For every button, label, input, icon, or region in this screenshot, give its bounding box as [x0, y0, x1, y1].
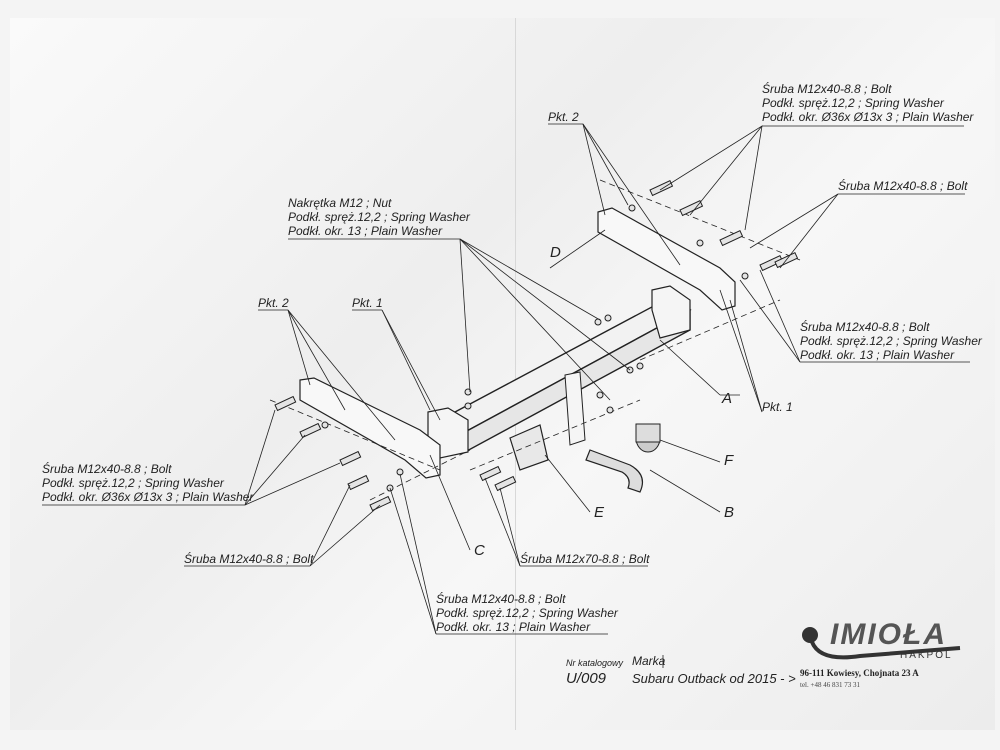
label-pkt2-left: Pkt. 2 [258, 296, 289, 310]
vehicle-model: Subaru Outback od 2015 - > [632, 671, 796, 686]
label-line: Śruba M12x40-8.8 ; Bolt [762, 82, 892, 96]
label-right-bolt: Śruba M12x40-8.8 ; Bolt [838, 179, 968, 193]
label-pkt1-right: Pkt. 1 [762, 400, 793, 414]
label-line: Podkł. okr. 13 ; Plain Washer [288, 224, 443, 238]
label-line: Śruba M12x40-8.8 ; Bolt [436, 592, 566, 606]
paper-sheet [10, 18, 995, 730]
label-line: Podkł. okr. 13 ; Plain Washer [800, 348, 955, 362]
part-label-d: D [550, 244, 561, 261]
label-line: Podkł. spręż.12,2 ; Spring Washer [436, 606, 618, 620]
bracket-c-left [299, 377, 441, 479]
catalog-label: Nr katalogowy [566, 658, 624, 668]
fasteners [274, 180, 799, 512]
tow-ball-cap [635, 423, 661, 443]
label-pkt1-left: Pkt. 1 [352, 296, 383, 310]
fold-line [515, 18, 516, 730]
label-left-bolt: Śruba M12x40-8.8 ; Bolt [184, 552, 314, 566]
label-line: Podkł. spręż.12,2 ; Spring Washer [762, 96, 944, 110]
logo-ball-icon [802, 627, 818, 643]
label-line: Podkł. spręż.12,2 ; Spring Washer [800, 334, 982, 348]
part-label-b: B [724, 504, 735, 521]
company-phone: tel. +48 46 831 73 31 [800, 681, 860, 689]
label-bottom-group: Śruba M12x40-8.8 ; Bolt Podkł. spręż.12,… [436, 592, 618, 634]
bracket-d [597, 207, 736, 311]
part-label-e: E [594, 504, 605, 521]
company-logo-sub: HAKPOL [900, 650, 953, 661]
label-pkt2-top: Pkt. 2 [548, 110, 579, 124]
label-line: Podkł. spręż.12,2 ; Spring Washer [288, 210, 470, 224]
company-logo: IMIOŁA [830, 618, 947, 651]
ball-arm [585, 449, 643, 493]
label-line: Podkł. okr. Ø36x Ø13x 3 ; Plain Washer [42, 490, 254, 504]
label-center-bolt: Śruba M12x70-8.8 ; Bolt [520, 552, 650, 566]
label-line: Śruba M12x40-8.8 ; Bolt [42, 462, 172, 476]
label-line: Podkł. spręż.12,2 ; Spring Washer [42, 476, 224, 490]
label-top-right-group: Śruba M12x40-8.8 ; Bolt Podkł. spręż.12,… [762, 82, 973, 124]
label-line: Podkł. okr. 13 ; Plain Washer [436, 620, 591, 634]
logo-swoosh-icon [810, 641, 961, 660]
part-label-c: C [474, 542, 485, 559]
label-nut-group: Nakrętka M12 ; Nut Podkł. spręż.12,2 ; S… [288, 196, 470, 238]
catalog-number: U/009 [566, 670, 607, 687]
right-end-plate [651, 285, 691, 339]
label-line: Śruba M12x40-8.8 ; Bolt [800, 320, 930, 334]
brand-label: Marka [632, 654, 666, 668]
label-right-mid-group: Śruba M12x40-8.8 ; Bolt Podkł. spręż.12,… [800, 320, 982, 362]
bracket-vertical [564, 371, 586, 446]
bracket-e [509, 424, 549, 471]
part-label-f: F [724, 452, 734, 469]
label-line: Podkł. okr. Ø36x Ø13x 3 ; Plain Washer [762, 110, 974, 124]
leader-lines [42, 123, 970, 668]
label-left-group: Śruba M12x40-8.8 ; Bolt Podkł. spręż.12,… [42, 462, 253, 504]
company-address: 96-111 Kowiesy, Chojnata 23 A [800, 668, 919, 678]
part-label-a: A [722, 390, 733, 407]
label-line: Nakrętka M12 ; Nut [288, 196, 392, 210]
